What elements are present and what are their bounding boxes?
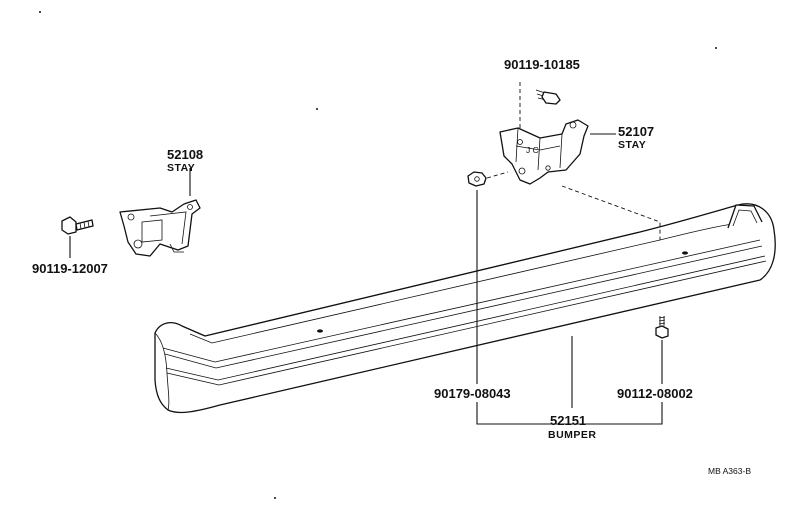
stay-left-number: 52108 [167, 147, 203, 162]
bumper-drawing [154, 203, 776, 414]
assembly-lines [486, 82, 661, 240]
stay-right-name: STAY [618, 139, 646, 151]
bumper-number: 52151 [550, 413, 586, 428]
bumper-name: BUMPER [548, 429, 597, 441]
diagram-reference: MB A363-B [708, 466, 751, 476]
bolt-left-number: 90119-12007 [32, 261, 108, 276]
stay-right-drawing: J C [499, 119, 589, 185]
bolt-top-number: 90119-10185 [504, 57, 580, 72]
stay-left-name: STAY [167, 162, 195, 174]
bolt-bottom-number: 90112-08002 [617, 386, 693, 401]
leader-lines [69, 133, 663, 425]
nut-number: 90179-08043 [434, 386, 511, 401]
stay-left-drawing [119, 199, 201, 257]
bolt-top-drawing [535, 89, 561, 105]
bolt-left-drawing [61, 216, 94, 235]
stay-right-number: 52107 [618, 124, 654, 139]
nut-drawing [467, 171, 487, 187]
bolt-bottom-drawing [655, 316, 669, 339]
stay-stamp: J C [526, 145, 539, 155]
scan-specks [39, 11, 717, 499]
